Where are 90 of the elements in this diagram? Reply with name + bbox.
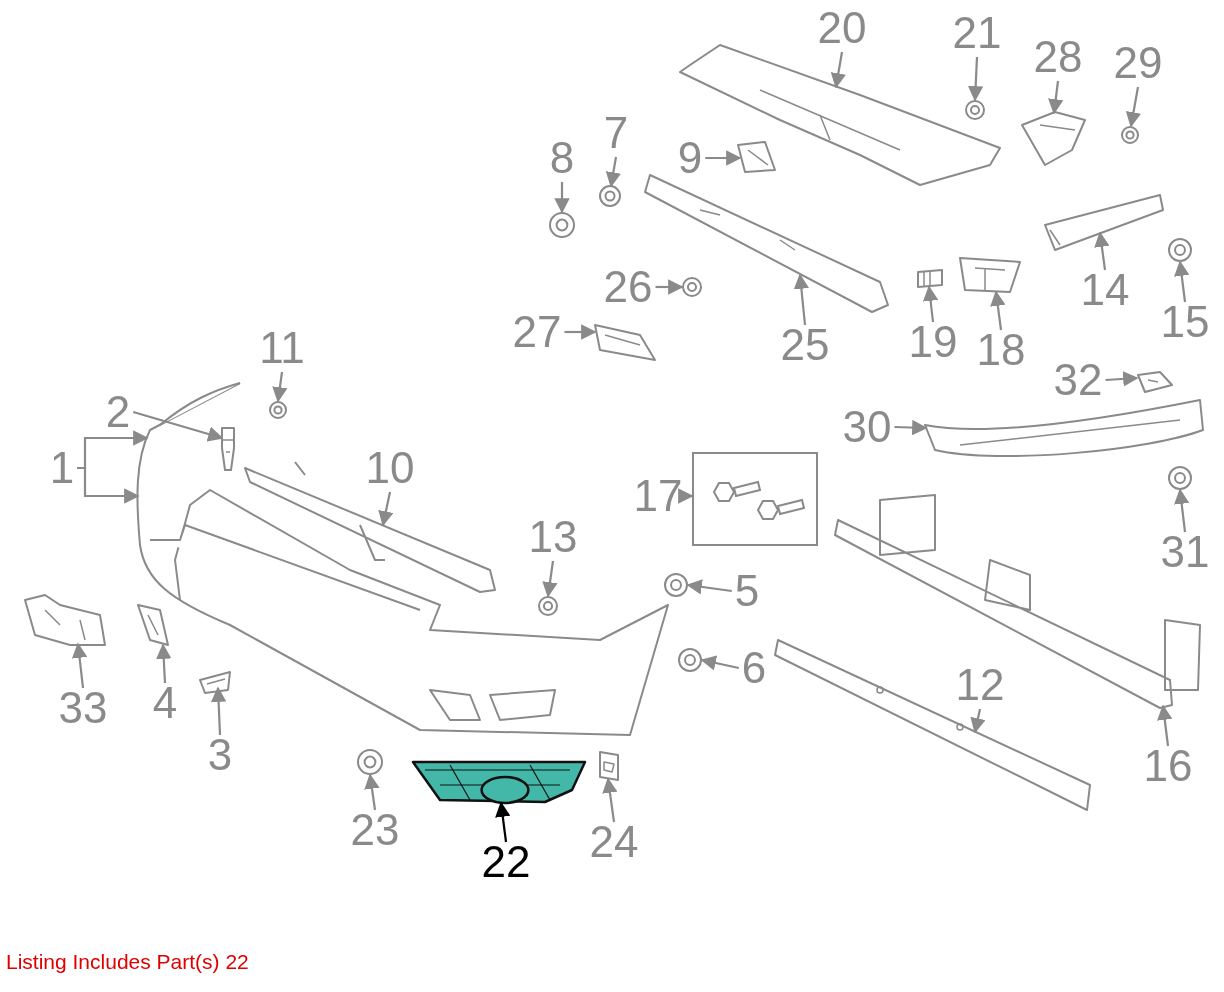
leader-line bbox=[210, 686, 227, 736]
callout-number: 15 bbox=[1160, 300, 1210, 344]
callout-number: 6 bbox=[741, 646, 767, 690]
leader-line bbox=[967, 56, 984, 102]
callout-number: 20 bbox=[817, 6, 867, 50]
callout-number: 13 bbox=[528, 515, 578, 559]
clip-drawing bbox=[599, 751, 619, 781]
leader-line bbox=[1174, 488, 1190, 533]
leader-line bbox=[495, 801, 511, 843]
callout-number: 7 bbox=[603, 111, 629, 155]
leader-line bbox=[1105, 371, 1139, 387]
absorber-drawing bbox=[924, 399, 1204, 457]
bracket-drawing bbox=[1044, 194, 1164, 251]
leader-line bbox=[990, 290, 1006, 331]
callout-number: 17 bbox=[633, 474, 683, 518]
clip-drawing bbox=[965, 100, 985, 120]
leader-line bbox=[564, 324, 597, 340]
leader-line bbox=[830, 51, 846, 89]
callout-number: 25 bbox=[780, 323, 830, 367]
callout-number: 16 bbox=[1143, 744, 1193, 788]
callout-number: 32 bbox=[1053, 358, 1103, 402]
callout-number: 9 bbox=[677, 136, 703, 180]
callout-number: 1 bbox=[49, 446, 75, 490]
callout-number: 22 bbox=[481, 840, 531, 884]
leader-line bbox=[894, 419, 928, 436]
callout-number: 28 bbox=[1033, 35, 1083, 79]
leader-line bbox=[705, 150, 742, 166]
callout-number: 30 bbox=[842, 405, 892, 449]
leader-line bbox=[1174, 260, 1190, 303]
leader-line bbox=[1157, 704, 1173, 747]
screw-drawing bbox=[1168, 466, 1192, 490]
callout-number: 2 bbox=[105, 390, 131, 434]
callout-number: 18 bbox=[976, 328, 1026, 372]
leader-line bbox=[272, 371, 288, 403]
clip-drawing bbox=[1168, 238, 1192, 262]
leader-line bbox=[793, 273, 810, 326]
sensor-drawing bbox=[24, 594, 106, 646]
leader-line bbox=[542, 560, 558, 598]
leader-line bbox=[1094, 231, 1110, 271]
screw-drawing bbox=[1121, 126, 1139, 144]
pin-drawing bbox=[917, 269, 943, 288]
leader-line bbox=[554, 182, 570, 214]
callout-number: 21 bbox=[952, 11, 1002, 55]
leader-line bbox=[605, 156, 621, 188]
part-group-box bbox=[692, 452, 818, 546]
leader-line bbox=[686, 579, 732, 595]
callout-number: 27 bbox=[512, 310, 562, 354]
callout-number: 4 bbox=[152, 681, 178, 725]
leader-line bbox=[156, 643, 172, 684]
bracket-drawing bbox=[959, 257, 1021, 293]
grille-drawing bbox=[411, 760, 587, 805]
callout-number: 5 bbox=[734, 569, 760, 613]
callout-number: 24 bbox=[589, 820, 639, 864]
callout-number: 8 bbox=[549, 136, 575, 180]
leader-line bbox=[700, 655, 739, 671]
callout-number: 10 bbox=[365, 446, 415, 490]
leader-line bbox=[922, 285, 939, 323]
bracket-drawing bbox=[1021, 111, 1086, 166]
leader-line bbox=[602, 777, 618, 823]
bar-drawing bbox=[774, 639, 1091, 811]
leader-line bbox=[77, 466, 140, 504]
screw-drawing bbox=[678, 648, 702, 672]
leader-line bbox=[71, 642, 88, 689]
callout-number: 31 bbox=[1160, 530, 1210, 574]
callout-number: 14 bbox=[1080, 268, 1130, 312]
leader-line bbox=[378, 491, 394, 527]
callout-number: 26 bbox=[603, 265, 653, 309]
bolt-drawing bbox=[682, 277, 702, 297]
callout-number: 33 bbox=[58, 686, 108, 730]
leader-line bbox=[970, 708, 986, 734]
leader-line bbox=[132, 410, 224, 442]
callout-number: 11 bbox=[259, 326, 305, 370]
callout-number: 29 bbox=[1113, 41, 1163, 85]
callout-number: 12 bbox=[955, 663, 1005, 707]
callout-number: 23 bbox=[350, 808, 400, 852]
nut-drawing bbox=[664, 573, 688, 597]
screw-drawing bbox=[357, 749, 383, 775]
clip-drawing bbox=[737, 141, 776, 173]
leader-line bbox=[655, 279, 684, 295]
leader-line bbox=[364, 773, 380, 811]
collar-drawing bbox=[599, 185, 621, 207]
callout-number: 19 bbox=[908, 320, 958, 364]
leader-line bbox=[1048, 80, 1064, 115]
bracket-drawing bbox=[594, 324, 656, 361]
leader-line bbox=[1125, 86, 1142, 128]
note-text: Listing Includes Part(s) 22 bbox=[6, 950, 249, 974]
callout-number: 3 bbox=[207, 733, 233, 777]
bolt-drawing bbox=[549, 212, 575, 238]
leader-line bbox=[678, 488, 694, 504]
nut-drawing bbox=[1137, 371, 1173, 393]
